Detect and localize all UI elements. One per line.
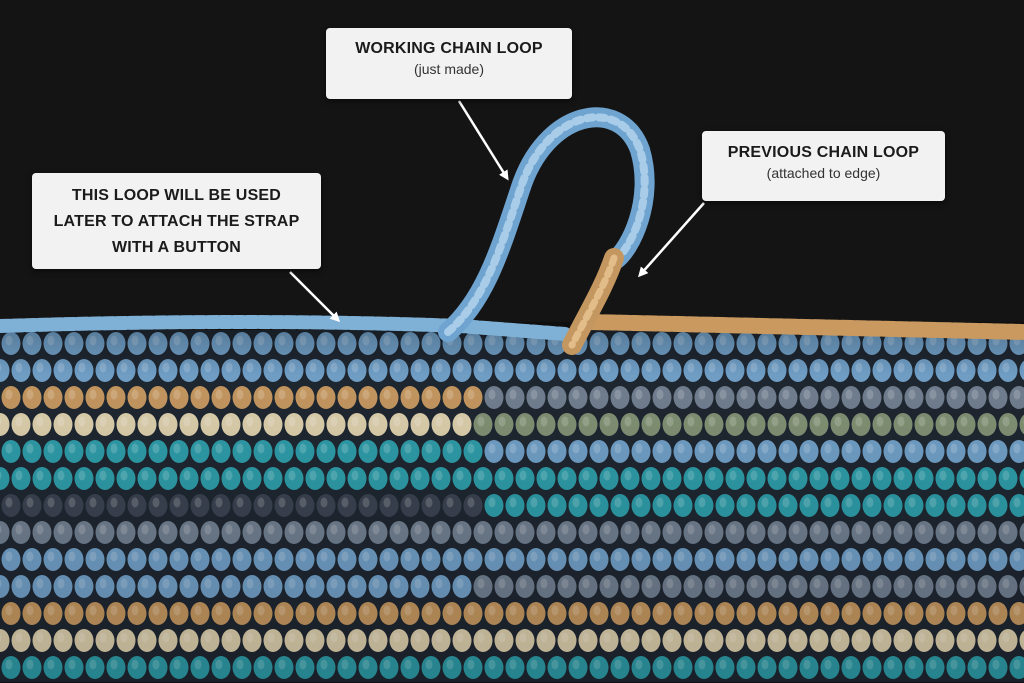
arrow-previous-loop (638, 202, 705, 278)
working-chain-loop-label: WORKING CHAIN LOOP (just made) (326, 28, 572, 99)
tan-edge-chain (582, 314, 1024, 340)
working-chain-loop-title: WORKING CHAIN LOOP (355, 40, 543, 57)
previous-chain-loop-texture (568, 254, 618, 349)
working-chain-loop-texture (444, 113, 649, 336)
previous-chain-loop-title: PREVIOUS CHAIN LOOP (727, 144, 920, 161)
strap-loop-line-2: LATER TO ATTACH THE STRAP (53, 213, 300, 230)
blue-edge-chain (0, 315, 572, 341)
previous-chain-loop-label: PREVIOUS CHAIN LOOP (attached to edge) (702, 131, 945, 201)
strap-loop-label: THIS LOOP WILL BE USED LATER TO ATTACH T… (32, 173, 321, 269)
arrow-strap-loop (289, 271, 341, 323)
strap-loop-line-3: WITH A BUTTON (111, 239, 242, 256)
working-chain-loop-subtitle: (just made) (413, 61, 485, 77)
strap-loop-line-1: THIS LOOP WILL BE USED (71, 187, 282, 204)
previous-chain-loop-subtitle: (attached to edge) (766, 165, 881, 181)
arrow-working-loop (457, 100, 509, 181)
fabric-shading (0, 322, 1024, 683)
